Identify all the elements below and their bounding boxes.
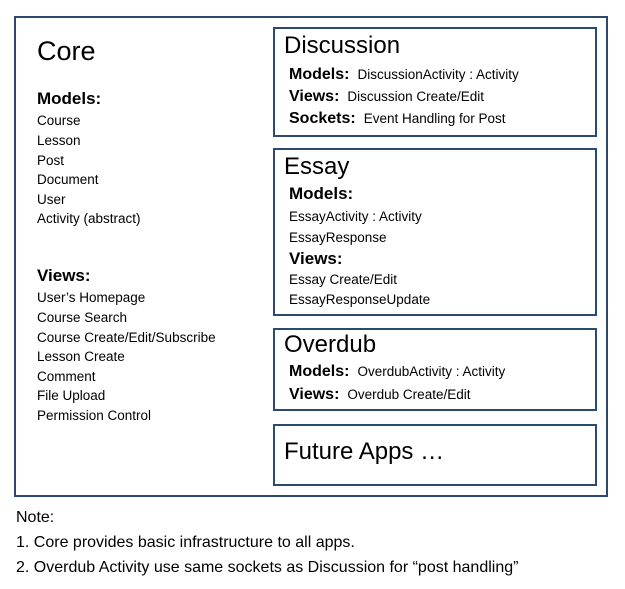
core-container	[14, 16, 608, 497]
essay-view-item: EssayResponseUpdate	[289, 292, 431, 307]
overdub-models-label: Models:	[289, 363, 350, 380]
core-model-item: Document	[37, 172, 99, 187]
core-model-item: Lesson	[37, 133, 81, 148]
essay-model-item: EssayResponse	[289, 230, 387, 245]
core-view-item: Permission Control	[37, 408, 152, 423]
discussion-views-label: Views:	[289, 88, 340, 105]
core-view-item: Comment	[37, 369, 96, 384]
discussion-sockets-row: Sockets: Event Handling for Post	[289, 110, 506, 128]
discussion-models-value: DiscussionActivity : Activity	[357, 67, 519, 82]
discussion-box: Discussion Models: DiscussionActivity : A…	[273, 27, 597, 137]
discussion-views-row: Views: Discussion Create/Edit	[289, 88, 484, 106]
overdub-views-label: Views:	[289, 386, 340, 403]
overdub-views-row: Views: Overdub Create/Edit	[289, 386, 470, 404]
core-title: Core	[37, 36, 96, 66]
discussion-models-label: Models:	[289, 66, 350, 83]
overdub-views-value: Overdub Create/Edit	[347, 387, 471, 402]
essay-title: Essay	[284, 153, 350, 180]
note-heading: Note:	[16, 509, 55, 526]
core-view-item: Lesson Create	[37, 349, 125, 364]
discussion-sockets-label: Sockets:	[289, 110, 356, 127]
core-model-item: User	[37, 192, 66, 207]
core-models-heading: Models:	[37, 89, 102, 108]
core-view-item: User’s Homepage	[37, 290, 146, 305]
core-view-item: Course Search	[37, 310, 128, 325]
core-model-item: Post	[37, 153, 65, 168]
note-item: 1. Core provides basic infrastructure to…	[16, 534, 355, 551]
overdub-title: Overdub	[284, 331, 377, 358]
discussion-sockets-value: Event Handling for Post	[363, 111, 506, 126]
essay-box: Essay Models: EssayActivity : Activity E…	[273, 148, 597, 316]
discussion-views-value: Discussion Create/Edit	[347, 89, 484, 104]
essay-models-label: Models:	[289, 184, 354, 203]
core-view-item: File Upload	[37, 388, 106, 403]
future-apps-title: Future Apps …	[284, 438, 445, 465]
core-model-item: Course	[37, 113, 81, 128]
overdub-box: Overdub Models: OverdubActivity : Activit…	[273, 328, 597, 411]
core-model-item: Activity (abstract)	[37, 211, 141, 226]
future-apps-box: Future Apps …	[273, 424, 597, 486]
note-item: 2. Overdub Activity use same sockets as …	[16, 559, 519, 576]
overdub-models-row: Models: OverdubActivity : Activity	[289, 363, 505, 381]
discussion-title: Discussion	[284, 32, 401, 59]
discussion-models-row: Models: DiscussionActivity : Activity	[289, 66, 519, 84]
core-views-heading: Views:	[37, 266, 91, 285]
essay-model-item: EssayActivity : Activity	[289, 209, 422, 224]
overdub-models-value: OverdubActivity : Activity	[357, 364, 506, 379]
core-view-item: Course Create/Edit/Subscribe	[37, 330, 216, 345]
essay-views-label: Views:	[289, 249, 343, 268]
essay-view-item: Essay Create/Edit	[289, 272, 398, 287]
